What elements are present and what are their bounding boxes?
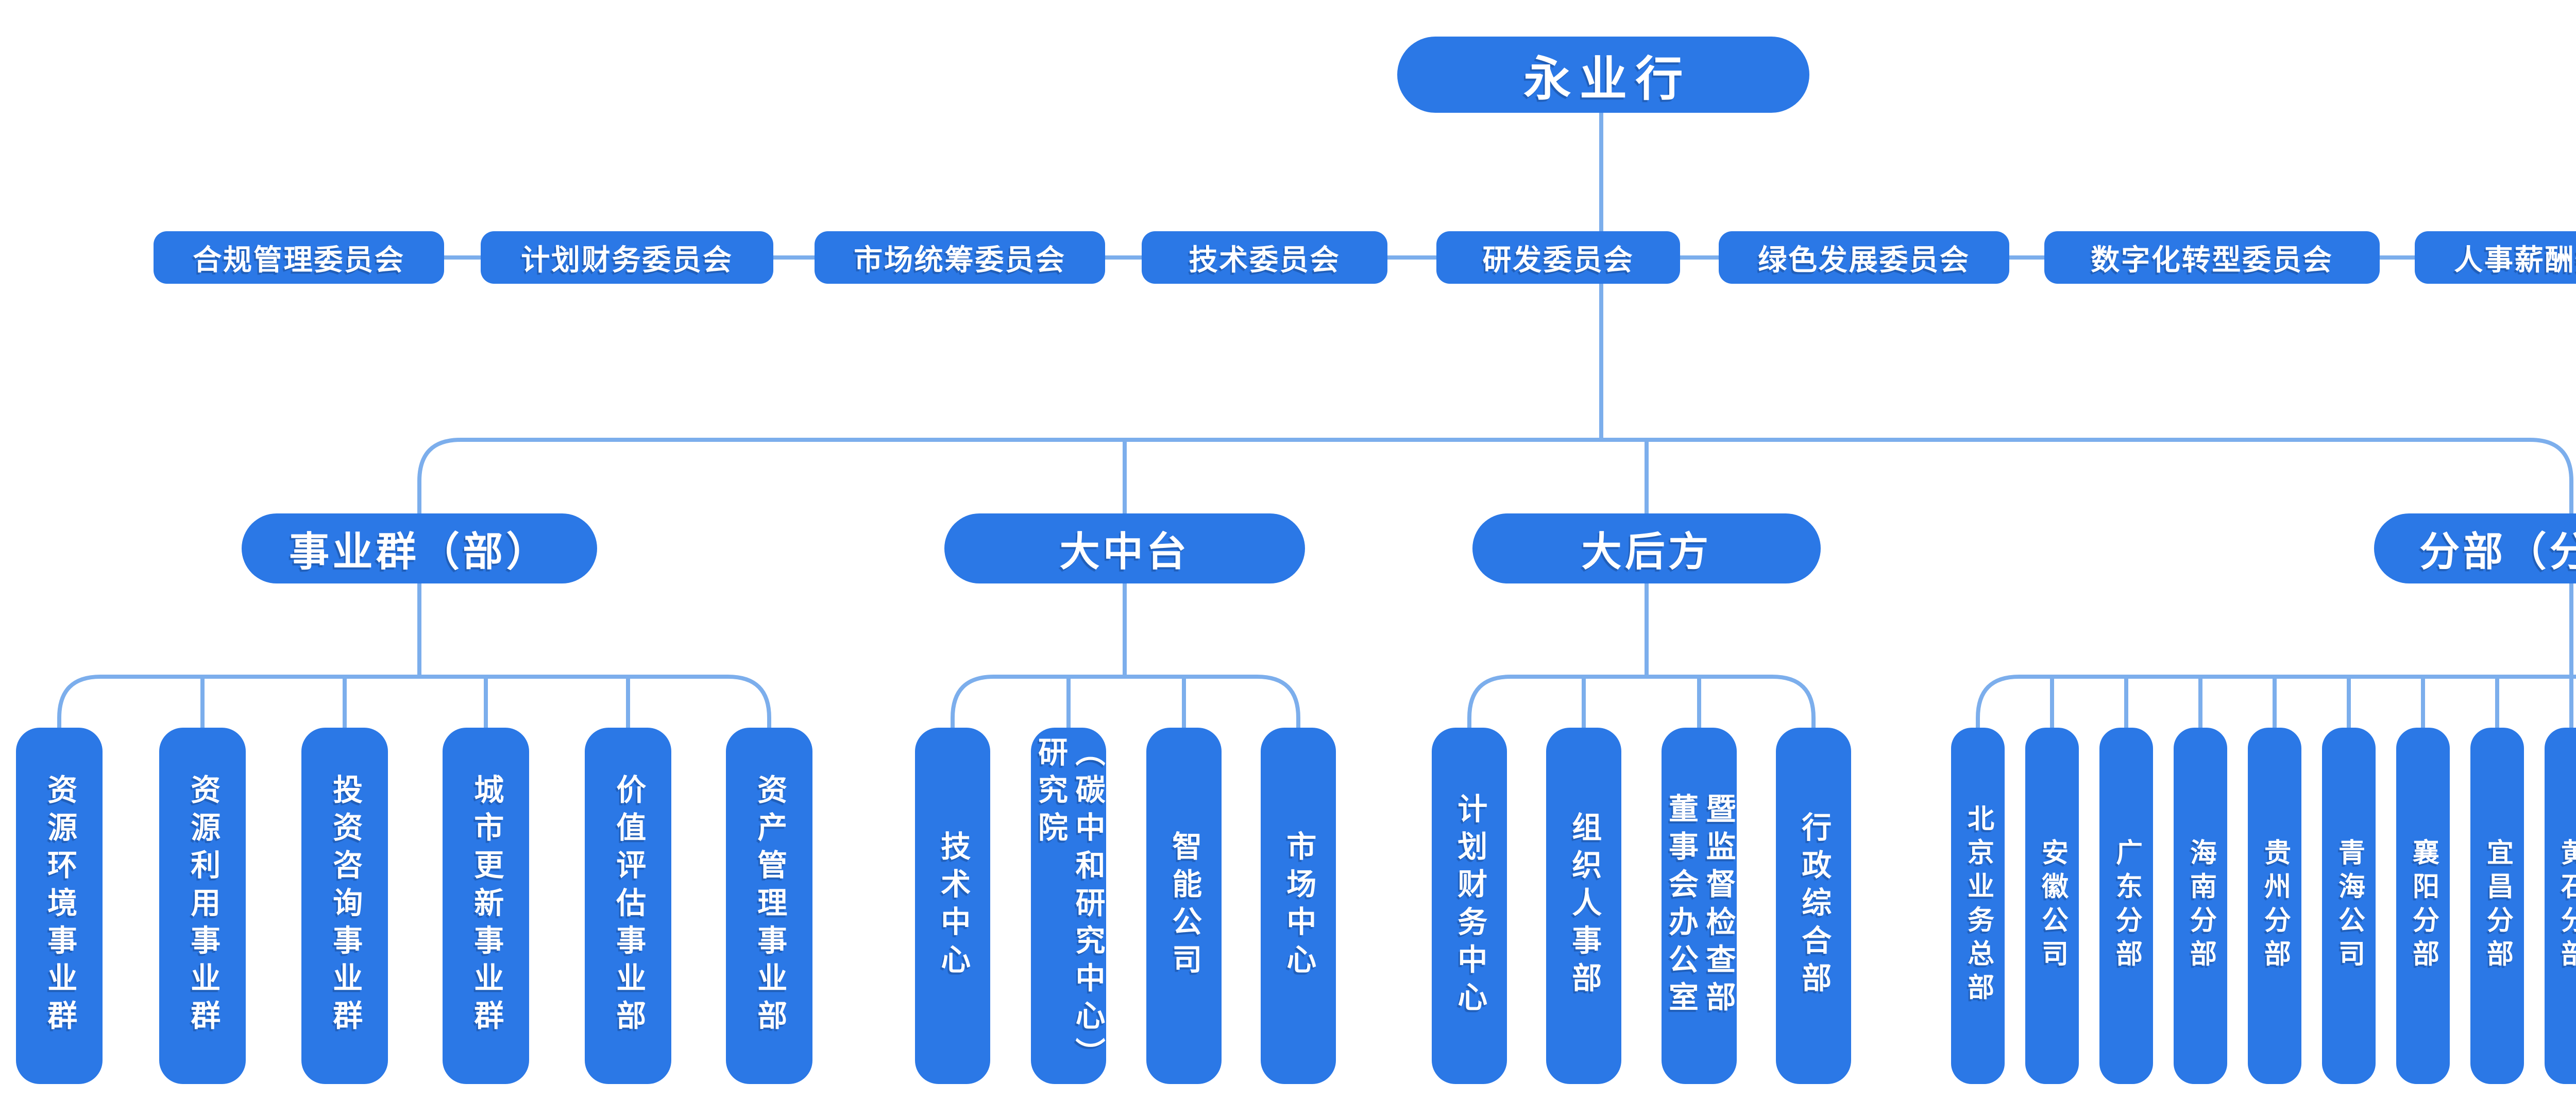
dept-label: 行政综合部 [1797, 812, 1831, 1000]
branch-label: 北京业务总部 [1963, 804, 1993, 1007]
branch-node[interactable]: 青海公司 [2322, 728, 2376, 1084]
branch-node[interactable]: 襄阳分部 [2396, 728, 2450, 1084]
branch-label: 黄石分部 [2556, 838, 2576, 974]
leaf-bus [951, 675, 1300, 729]
committee-label: 绿色发展委员会 [1758, 243, 1970, 276]
committee-node-compliance[interactable]: 合规管理委员会 [154, 231, 444, 284]
dept-node[interactable]: 市场中心 [1261, 728, 1336, 1084]
committee-node-technology[interactable]: 技术委员会 [1142, 231, 1387, 284]
branch-label: 青海公司 [2334, 838, 2364, 974]
branch-node[interactable]: 宜昌分部 [2470, 728, 2524, 1084]
dept-node[interactable]: 资源环境事业群 [16, 728, 103, 1084]
dept-node[interactable]: 研究院 （碳中和研究中心） [1031, 728, 1106, 1084]
dept-label: 智能公司 [1167, 830, 1201, 982]
group-node-branches[interactable]: 分部（分公司） [2374, 513, 2576, 583]
committee-node-digital[interactable]: 数字化转型委员会 [2044, 231, 2380, 284]
dept-label: 城市更新事业群 [469, 774, 503, 1038]
dept-node[interactable]: 行政综合部 [1776, 728, 1851, 1084]
dept-label: 资产管理事业部 [753, 774, 787, 1038]
leaf-bus [1976, 675, 2576, 729]
branch-node[interactable]: 广东分部 [2099, 728, 2153, 1084]
branch-node[interactable]: 贵州分部 [2248, 728, 2301, 1084]
dept-node[interactable]: 资产管理事业部 [726, 728, 812, 1084]
dept-label: 资源利用事业群 [186, 774, 220, 1038]
committee-node-market[interactable]: 市场统筹委员会 [815, 231, 1105, 284]
group-label: 大中台 [1059, 529, 1190, 574]
branch-node[interactable]: 北京业务总部 [1951, 728, 2005, 1084]
dept-node[interactable]: 投资咨询事业群 [301, 728, 388, 1084]
branch-label: 广东分部 [2111, 838, 2142, 974]
dept-label: 投资咨询事业群 [328, 774, 362, 1038]
branch-node[interactable]: 黄石分部 [2545, 728, 2576, 1084]
branch-label: 安徽公司 [2037, 838, 2067, 974]
branch-label: 海南分部 [2185, 838, 2216, 974]
committee-node-finance[interactable]: 计划财务委员会 [481, 231, 773, 284]
group-node-back-office[interactable]: 大后方 [1472, 513, 1821, 583]
group-bus [417, 438, 2573, 515]
committee-node-hr[interactable]: 人事薪酬委员会 [2415, 231, 2576, 284]
group-label: 事业群（部） [289, 529, 550, 574]
dept-node[interactable]: 计划财务中心 [1432, 728, 1507, 1084]
committee-label: 数字化转型委员会 [2091, 243, 2333, 276]
leaf-bus [1467, 675, 1816, 729]
branch-node[interactable]: 海南分部 [2174, 728, 2227, 1084]
root-label: 永业行 [1523, 53, 1692, 106]
dept-node[interactable]: 技术中心 [915, 728, 990, 1084]
branch-label: 贵州分部 [2260, 838, 2290, 974]
committee-node-green[interactable]: 绿色发展委员会 [1719, 231, 2009, 284]
group-label: 分部（分公司） [2419, 529, 2576, 574]
committee-node-rnd[interactable]: 研发委员会 [1436, 231, 1680, 284]
dept-label: 技术中心 [936, 830, 970, 982]
committee-label: 市场统筹委员会 [854, 243, 1066, 276]
dept-label: 组织人事部 [1567, 812, 1601, 1000]
branch-label: 宜昌分部 [2482, 838, 2513, 974]
dept-label: 市场中心 [1282, 830, 1316, 982]
dept-label: 价值评估事业部 [612, 774, 646, 1038]
group-label: 大后方 [1581, 529, 1712, 574]
branch-label: 襄阳分部 [2408, 838, 2438, 974]
committee-label: 合规管理委员会 [193, 243, 405, 276]
dept-node[interactable]: 资源利用事业群 [159, 728, 246, 1084]
dept-node[interactable]: 城市更新事业群 [443, 728, 529, 1084]
group-node-business-groups[interactable]: 事业群（部） [242, 513, 597, 583]
org-node-root[interactable]: 永业行 [1397, 37, 1809, 113]
committee-label: 计划财务委员会 [521, 243, 733, 276]
dept-node[interactable]: 董事会办公室 暨监督检查部 [1662, 728, 1737, 1084]
committee-label: 技术委员会 [1189, 243, 1341, 276]
dept-node[interactable]: 智能公司 [1146, 728, 1222, 1084]
group-node-middle-platform[interactable]: 大中台 [944, 513, 1305, 583]
dept-node[interactable]: 组织人事部 [1546, 728, 1621, 1084]
dept-label: 研究院 （碳中和研究中心） [1033, 736, 1105, 1075]
dept-label: 计划财务中心 [1453, 793, 1487, 1019]
dept-node[interactable]: 价值评估事业部 [585, 728, 671, 1084]
branch-node[interactable]: 安徽公司 [2025, 728, 2079, 1084]
leaf-bus [57, 675, 771, 729]
dept-label: 董事会办公室 暨监督检查部 [1664, 793, 1735, 1019]
committee-label: 人事薪酬委员会 [2454, 243, 2576, 276]
dept-label: 资源环境事业群 [43, 774, 77, 1038]
committee-label: 研发委员会 [1482, 243, 1634, 276]
